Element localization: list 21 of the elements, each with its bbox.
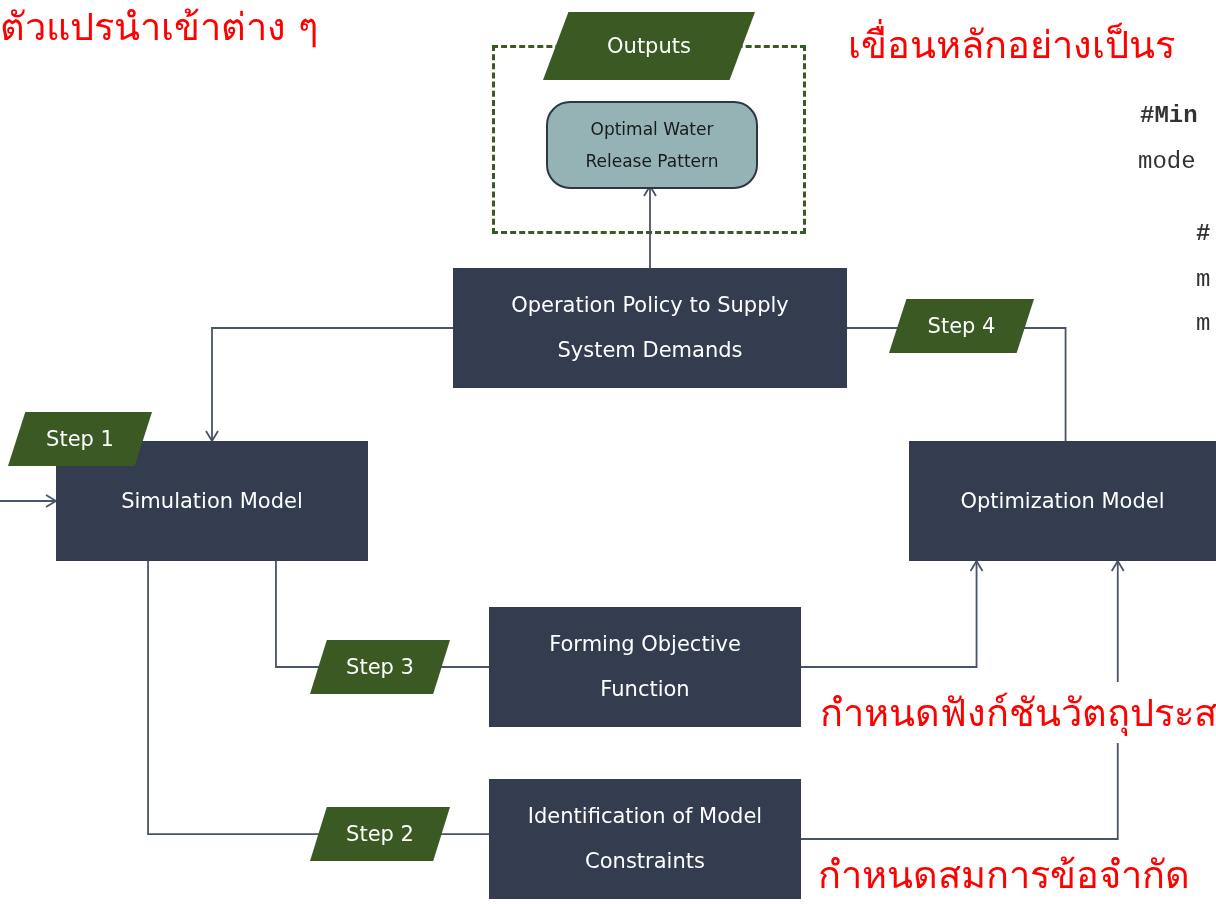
connector-arrow bbox=[205, 327, 454, 442]
process-box bbox=[489, 779, 801, 899]
heading-label: Outputs bbox=[543, 12, 755, 80]
box-label: Identification of Model Constraints bbox=[526, 803, 764, 875]
process-box bbox=[909, 441, 1216, 561]
connector-arrow bbox=[800, 560, 1125, 840]
edge-label: Step 3 bbox=[310, 640, 450, 694]
box-label: Forming Objective Function bbox=[548, 631, 742, 703]
connector-arrow bbox=[0, 494, 57, 508]
edge-label: Step 4 bbox=[889, 299, 1034, 353]
box-label: Optimization Model bbox=[960, 487, 1165, 515]
connector-arrow bbox=[800, 560, 984, 668]
process-box bbox=[489, 607, 801, 727]
box-label: Optimal Water Release Pattern bbox=[584, 118, 720, 173]
box-label: Operation Policy to Supply System Demands bbox=[510, 292, 790, 364]
annotation-text: กำหนดฟังก์ชันวัตถุประส bbox=[820, 682, 1216, 743]
box-label: Simulation Model bbox=[121, 487, 303, 515]
process-box bbox=[453, 268, 847, 388]
step-tag: Step 1 bbox=[8, 412, 152, 466]
edge-label: Step 2 bbox=[310, 807, 450, 861]
terminal-box bbox=[546, 101, 758, 189]
